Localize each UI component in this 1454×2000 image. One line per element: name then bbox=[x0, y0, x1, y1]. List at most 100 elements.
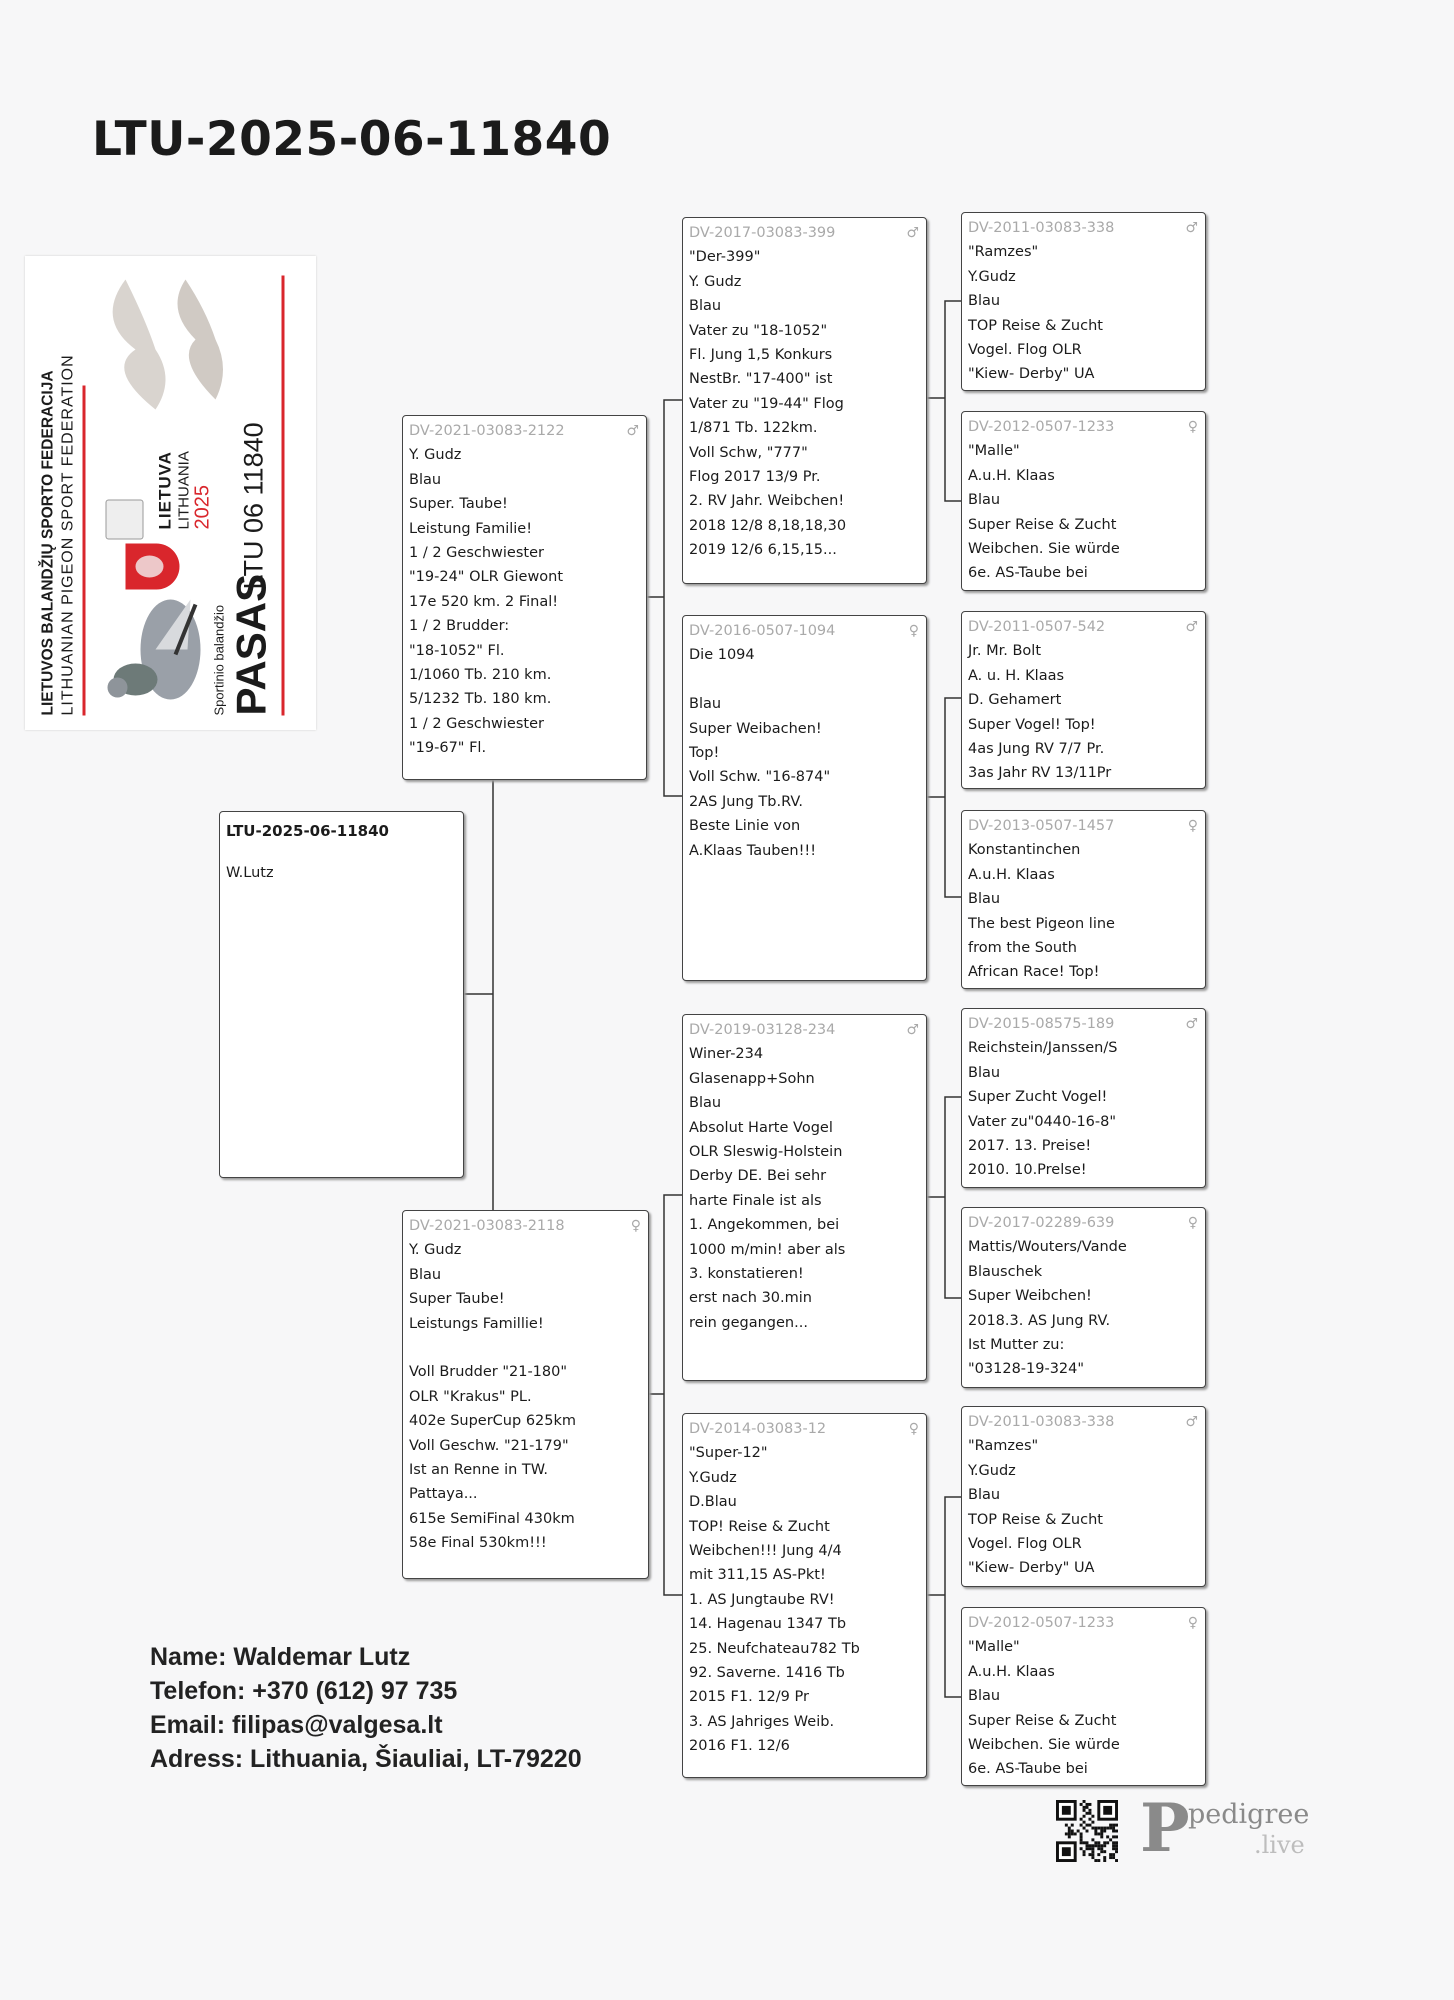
card-line: TOP Reise & Zucht bbox=[968, 317, 1103, 334]
card-line: 14. Hagenau 1347 Tb bbox=[689, 1616, 847, 1633]
card-line: 2AS Jung Tb.RV. bbox=[689, 793, 804, 810]
card-line: Weibchen. Sie würde bbox=[968, 1737, 1120, 1754]
ring-id: DV-2011-0507-542 bbox=[968, 619, 1106, 635]
ring-id: DV-2012-0507-1233 bbox=[968, 1615, 1115, 1631]
card-line: "Super-12" bbox=[689, 1445, 768, 1462]
female-symbol-icon: ♀ bbox=[630, 1218, 641, 1234]
female-symbol-icon: ♀ bbox=[1187, 419, 1198, 435]
card-line: Blau bbox=[689, 298, 722, 315]
card-line: Super Reise & Zucht bbox=[968, 516, 1117, 533]
pedigree-live-logo: P pedigree .live bbox=[1140, 1789, 1320, 1867]
card-line: Y. Gudz bbox=[409, 1242, 462, 1259]
card-line: 1 / 2 Brudder: bbox=[409, 618, 510, 635]
contact-name: Name: Waldemar Lutz bbox=[150, 1643, 411, 1671]
card-line: 615e SemiFinal 430km bbox=[409, 1510, 575, 1527]
ring-id: DV-2013-0507-1457 bbox=[968, 818, 1115, 834]
card-line: NestBr. "17-400" ist bbox=[689, 371, 833, 388]
qr-code-icon[interactable] bbox=[1056, 1800, 1118, 1862]
card-line: "19-67" Fl. bbox=[409, 740, 487, 757]
card-line: Voll Brudder "21-180" bbox=[409, 1364, 568, 1381]
card-line: Blau bbox=[968, 891, 1001, 908]
ring-id: DV-2014-03083-12 bbox=[689, 1421, 827, 1437]
card-line: "Kiew- Derby" UA bbox=[968, 1560, 1095, 1577]
card-line: Top! bbox=[689, 745, 720, 762]
card-line: "Der-399" bbox=[689, 249, 761, 266]
card-line: OLR "Krakus" PL. bbox=[409, 1388, 532, 1405]
card-line: Flog 2017 13/9 Pr. bbox=[689, 469, 821, 486]
card-line: "18-1052" Fl. bbox=[409, 642, 505, 659]
card-line: Winer-234 bbox=[689, 1046, 764, 1063]
card-line: "Malle" bbox=[968, 443, 1020, 460]
card-line: Super Zucht Vogel! bbox=[968, 1089, 1108, 1106]
card-line: Super Taube! bbox=[409, 1291, 505, 1308]
card-line: 25. Neufchateau782 Tb bbox=[689, 1640, 860, 1657]
card-line: A.u.H. Klaas bbox=[968, 1663, 1055, 1680]
card-line: Vater zu"0440-16-8" bbox=[968, 1113, 1117, 1130]
card-line: Y. Gudz bbox=[689, 273, 742, 290]
ring-id: DV-2017-03083-399 bbox=[689, 225, 836, 241]
card-line: Blau bbox=[409, 1266, 442, 1283]
card-line: TOP Reise & Zucht bbox=[968, 1511, 1103, 1528]
card-line: Y.Gudz bbox=[689, 1469, 737, 1486]
male-symbol-icon: ♂ bbox=[906, 1022, 919, 1038]
card-line: Absolut Harte Vogel bbox=[689, 1119, 833, 1136]
card-line: 3. konstatieren! bbox=[689, 1266, 804, 1283]
card-line: 2015 F1. 12/9 Pr bbox=[689, 1689, 809, 1706]
card-line: Y.Gudz bbox=[968, 1462, 1016, 1479]
flying-pigeons-image bbox=[112, 279, 223, 410]
card-line: Blau bbox=[689, 1095, 722, 1112]
card-line: Fl. Jung 1,5 Konkurs bbox=[689, 347, 833, 364]
logo-text: pedigree bbox=[1188, 1799, 1310, 1830]
card-line: 6e. AS-Taube bei bbox=[968, 1761, 1088, 1778]
card-line: 2016 F1. 12/6 bbox=[689, 1738, 790, 1755]
card-line: Leistungs Famillie! bbox=[409, 1315, 544, 1332]
card-line: Blau bbox=[968, 492, 1001, 509]
card-line: 3as Jahr RV 13/11Pr bbox=[968, 765, 1112, 782]
card-line: 58e Final 530km!!! bbox=[409, 1535, 547, 1552]
ring-id: DV-2012-0507-1233 bbox=[968, 419, 1115, 435]
male-symbol-icon: ♂ bbox=[1185, 1016, 1198, 1032]
card-line: OLR Sleswig-Holstein bbox=[689, 1144, 843, 1161]
card-line: Ist Mutter zu: bbox=[968, 1337, 1065, 1354]
card-line: Blau bbox=[968, 293, 1001, 310]
contact-info: Name: Waldemar Lutz Telefon: +370 (612) … bbox=[150, 1640, 582, 1776]
card-line: 1 / 2 Geschwiester bbox=[409, 545, 544, 562]
card-line: 17e 520 km. 2 Final! bbox=[409, 593, 559, 610]
ring-id: DV-2011-03083-338 bbox=[968, 220, 1115, 236]
ring-id: DV-2011-03083-338 bbox=[968, 1414, 1115, 1430]
card-line: A. u. H. Klaas bbox=[968, 667, 1065, 684]
female-symbol-icon: ♀ bbox=[1187, 818, 1198, 834]
card-line: Mattis/Wouters/Vande bbox=[968, 1239, 1127, 1256]
card-line: 1/1060 Tb. 210 km. bbox=[409, 667, 552, 684]
ring-id: DV-2021-03083-2118 bbox=[409, 1218, 565, 1234]
card-line: 1000 m/min! aber als bbox=[689, 1241, 846, 1258]
subject-ring-id: LTU-2025-06-11840 bbox=[226, 822, 389, 840]
card-line: harte Finale ist als bbox=[689, 1192, 822, 1209]
card-line: TOP! Reise & Zucht bbox=[689, 1518, 830, 1535]
passport-card: LIETUVOS BALANDŽIŲ SPORTO FEDERACIJA LIT… bbox=[25, 256, 316, 730]
card-line: 2019 12/6 6,15,15... bbox=[689, 542, 837, 559]
card-line: Vogel. Flog OLR bbox=[968, 1536, 1082, 1553]
card-line: Reichstein/Janssen/S bbox=[968, 1040, 1118, 1057]
card-line: A.u.H. Klaas bbox=[968, 467, 1055, 484]
card-line: Blau bbox=[968, 1064, 1001, 1081]
subject-pigeon-card[interactable]: LTU-2025-06-11840 W.Lutz bbox=[219, 811, 464, 1178]
card-line: A.Klaas Tauben!!! bbox=[689, 842, 817, 859]
card-line: from the South bbox=[968, 940, 1077, 957]
card-line: Blau bbox=[968, 1688, 1001, 1705]
